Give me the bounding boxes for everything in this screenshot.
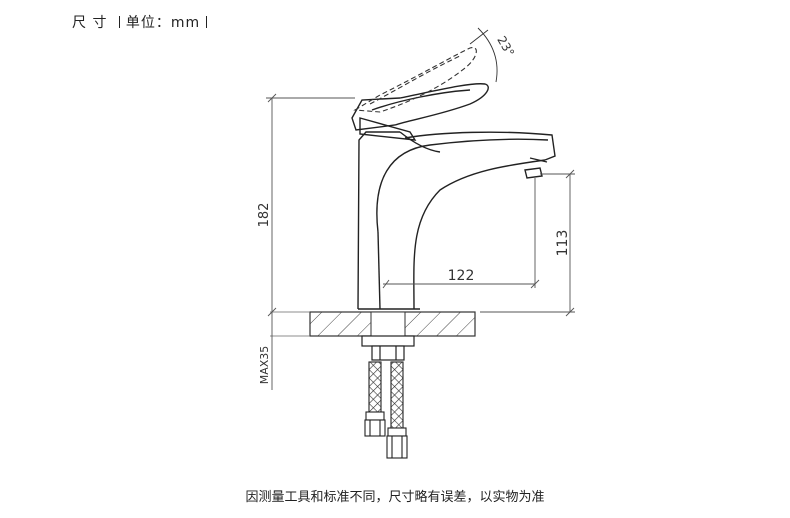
countertop-section — [270, 311, 476, 337]
header-divider-left — [118, 16, 120, 28]
handle-lever-rotated — [353, 47, 477, 113]
dimensions-header: 尺 寸 单位：mm — [72, 12, 213, 32]
spout-reach-dimension — [382, 279, 540, 289]
unit-label: 单位：mm — [125, 15, 201, 31]
spout-reach-label: 122 — [448, 268, 475, 284]
handle-angle-arc — [469, 27, 498, 83]
height-dimension — [266, 93, 355, 317]
spout-height-dimension — [480, 169, 575, 317]
header-divider-right — [206, 16, 208, 28]
spout-height-label: 113 — [555, 230, 571, 257]
handle-lever — [351, 83, 489, 141]
faucet-body — [357, 131, 556, 310]
handle-angle-label: 23° — [494, 34, 517, 59]
height-total-label: 182 — [257, 203, 272, 228]
header-title: 尺 寸 — [72, 15, 108, 31]
supply-hose-right — [386, 361, 408, 459]
max-deck-label: MAX35 — [258, 346, 271, 385]
measurement-disclaimer: 因测量工具和标准不同，尺寸略有误差，以实物为准 — [245, 490, 545, 505]
mounting-shank — [361, 335, 415, 361]
supply-hose-left — [364, 361, 386, 437]
